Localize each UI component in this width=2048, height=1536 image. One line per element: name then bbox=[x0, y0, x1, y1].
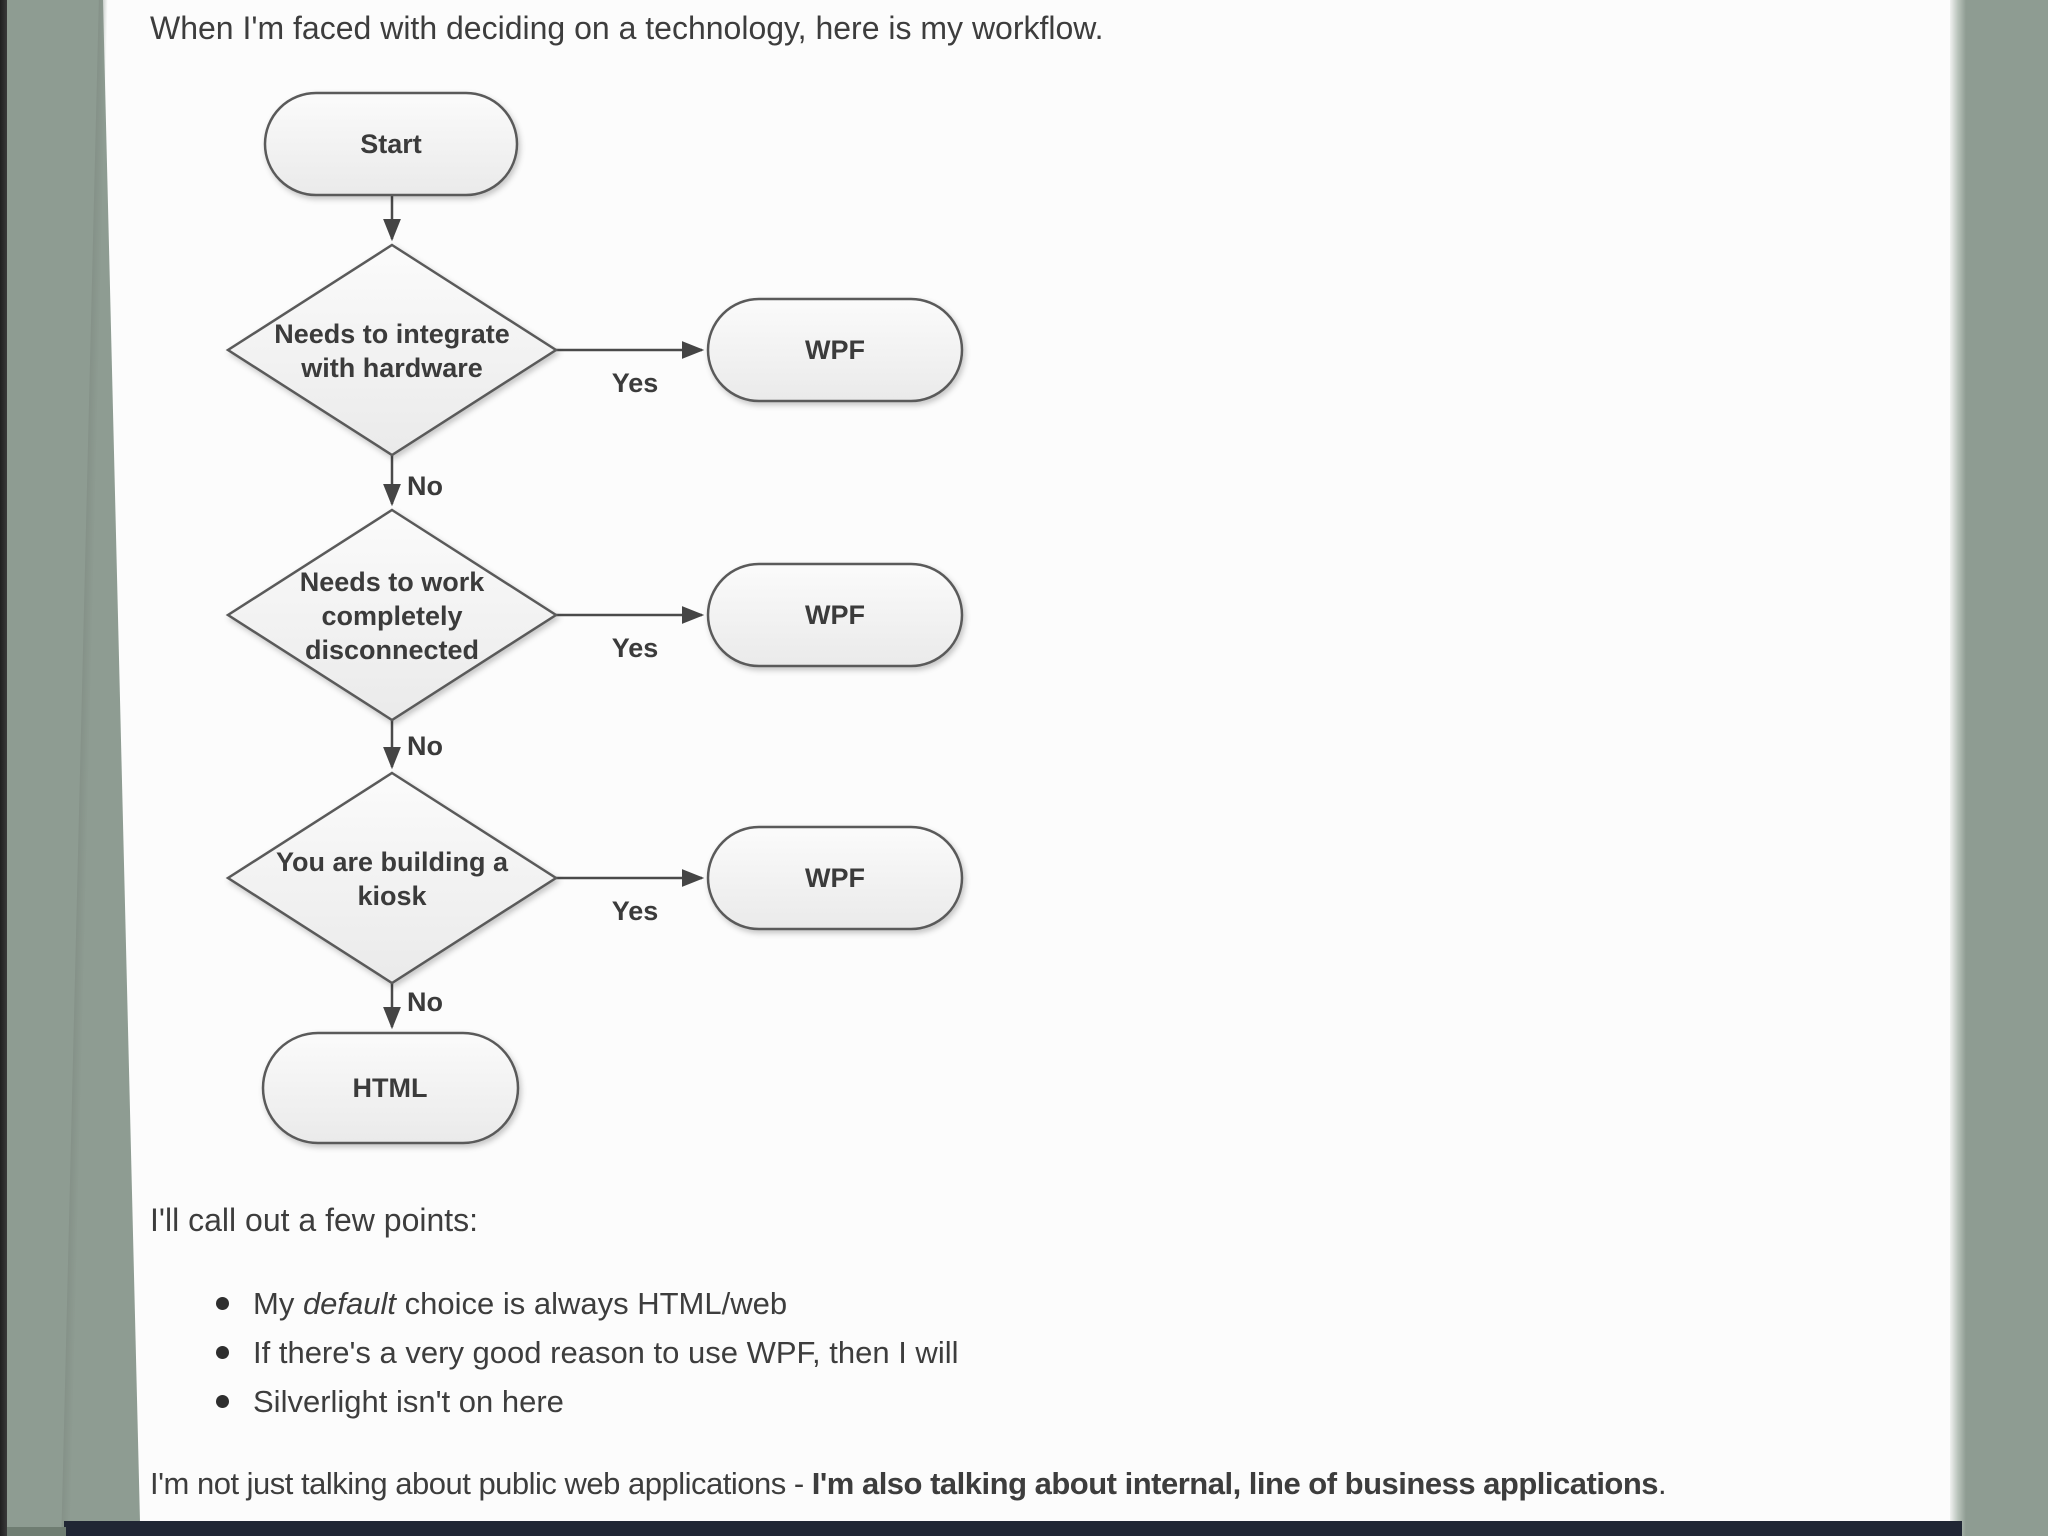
wpf-label-2: WPF bbox=[805, 600, 865, 630]
decision-disconnected-line1: Needs to work bbox=[300, 567, 486, 597]
bullet-list: My default choice is always HTML/web If … bbox=[216, 1279, 958, 1426]
wpf-label-1: WPF bbox=[805, 335, 865, 365]
wpf-node-3 bbox=[706, 825, 964, 931]
closing-period: . bbox=[1658, 1466, 1667, 1501]
bottom-bar bbox=[64, 1521, 1962, 1536]
intro-paragraph: When I'm faced with deciding on a techno… bbox=[150, 10, 1104, 46]
wpf-node-2 bbox=[706, 562, 964, 668]
bullet-item-silverlight: Silverlight isn't on here bbox=[216, 1377, 958, 1426]
bullet-icon bbox=[216, 1297, 229, 1310]
bullet-item-default-html: My default choice is always HTML/web bbox=[216, 1279, 958, 1328]
decision-disconnected bbox=[225, 508, 559, 722]
decision-hardware bbox=[225, 243, 559, 457]
left-bezel bbox=[0, 0, 7, 1536]
bullet-icon bbox=[216, 1395, 229, 1408]
no-label-1: No bbox=[407, 471, 443, 501]
no-label-2: No bbox=[407, 731, 443, 761]
closing-paragraph: I'm not just talking about public web ap… bbox=[150, 1462, 1667, 1506]
decision-disconnected-line3: disconnected bbox=[305, 635, 479, 665]
page-edge-right bbox=[1950, 0, 1966, 1536]
wpf-label-3: WPF bbox=[805, 863, 865, 893]
bullet-item-wpf-reason: If there's a very good reason to use WPF… bbox=[216, 1328, 958, 1377]
decision-hardware-line2: with hardware bbox=[300, 353, 483, 383]
yes-label-2: Yes bbox=[612, 633, 659, 663]
decision-kiosk-line1: You are building a bbox=[276, 847, 509, 877]
yes-label-3: Yes bbox=[612, 896, 659, 926]
closing-normal: I'm not just talking about public web ap… bbox=[150, 1466, 812, 1501]
decision-disconnected-line2: completely bbox=[321, 601, 462, 631]
html-label: HTML bbox=[353, 1073, 428, 1103]
bullet-text: My default choice is always HTML/web bbox=[253, 1285, 788, 1321]
decision-hardware-line1: Needs to integrate bbox=[274, 319, 510, 349]
points-intro: I'll call out a few points: bbox=[150, 1202, 479, 1238]
html-node bbox=[261, 1031, 520, 1145]
closing-bold: I'm also talking about internal, line of… bbox=[811, 1466, 1659, 1501]
decision-kiosk bbox=[225, 771, 559, 985]
flowchart: Start Needs to integrate with hardware W… bbox=[130, 55, 1010, 1175]
decision-kiosk-line2: kiosk bbox=[357, 881, 427, 911]
bullet-text: Silverlight isn't on here bbox=[253, 1383, 564, 1419]
bottom-left-shade bbox=[0, 1527, 66, 1536]
wpf-node-1 bbox=[706, 297, 964, 403]
start-label: Start bbox=[360, 129, 422, 159]
page-edge-left bbox=[60, 0, 108, 1536]
bullet-icon bbox=[216, 1346, 229, 1359]
no-label-3: No bbox=[407, 987, 443, 1017]
bullet-text: If there's a very good reason to use WPF… bbox=[253, 1334, 959, 1370]
yes-label-1: Yes bbox=[612, 368, 659, 398]
start-node bbox=[263, 91, 519, 197]
